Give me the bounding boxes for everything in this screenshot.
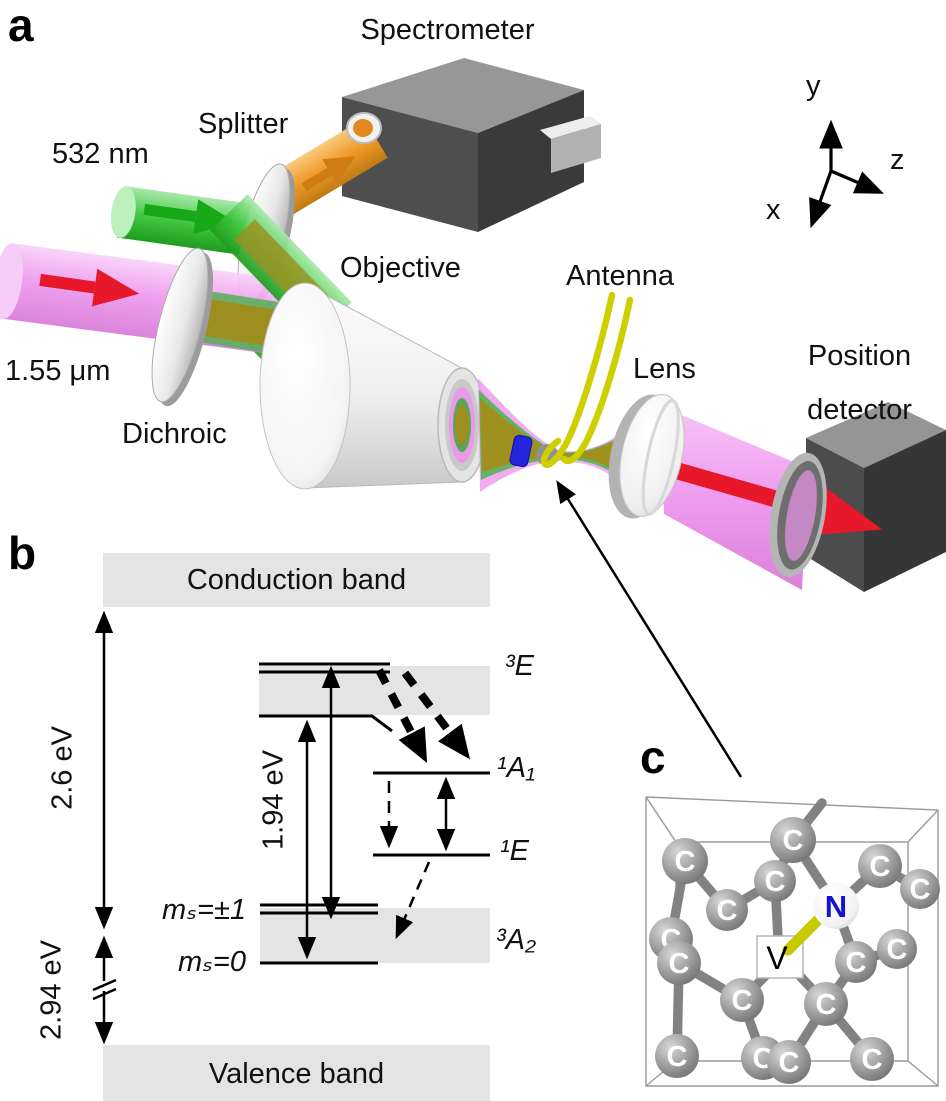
carbon-label: C [732, 985, 753, 1017]
carbon-atom: C [720, 978, 764, 1022]
spectrometer-box [342, 58, 601, 232]
label-splitter: Splitter [198, 108, 289, 140]
label-objective: Objective [340, 252, 461, 284]
callout-arrow-to-nanodiamond [556, 480, 743, 778]
label-level-3E: ³E [505, 650, 534, 682]
diamond-lattice: C C C C C C C C C C C C C C C C N V [645, 796, 940, 1087]
energy-gap-arrows [92, 610, 456, 1045]
label-2-94-ev: 2.94 eV [35, 940, 68, 1040]
intersystem-crossing-arrows [375, 668, 471, 763]
label-2-6-ev: 2.6 eV [46, 726, 79, 810]
label-lens: Lens [633, 353, 696, 385]
level-lines [259, 662, 490, 965]
label-ms-0: mₛ=0 [177, 946, 246, 978]
label-spectrometer: Spectrometer [360, 14, 535, 46]
carbon-label: C [779, 1047, 800, 1079]
label-level-1A1: ¹A₁ [497, 752, 536, 784]
coordinate-axes [809, 119, 884, 229]
panel-c-letter: c [640, 731, 666, 783]
orange-return-beam [268, 112, 388, 216]
antenna-wire [540, 291, 634, 469]
nitrogen-label: N [825, 889, 847, 924]
label-axis-x: x [766, 194, 781, 226]
carbon-label: C [669, 948, 690, 980]
carbon-label: C [887, 934, 908, 966]
carbon-atom: C [850, 1037, 894, 1081]
carbon-atom: C [655, 1034, 699, 1078]
ir-beam-arrow [39, 268, 140, 307]
excited-state-band [259, 666, 490, 715]
panel-a-letter: a [8, 0, 34, 51]
objective-lens-body [259, 282, 487, 490]
carbon-label: C [765, 866, 786, 898]
label-1-94-ev: 1.94 eV [257, 750, 290, 850]
valence-band-bar [103, 1045, 490, 1101]
label-1-55um: 1.55 μm [5, 355, 111, 387]
label-dichroic: Dichroic [122, 418, 227, 450]
carbon-label: C [675, 846, 696, 878]
orange-beam-arrow [301, 156, 356, 192]
label-axis-y: y [806, 70, 821, 102]
carbon-label: C [783, 825, 804, 857]
dichroic-disk [151, 247, 214, 407]
carbon-atom: C [754, 860, 796, 902]
blue-particle [509, 434, 533, 468]
energy-diagram [92, 553, 490, 1101]
carbon-atoms: C C C C C C C C C C C C C C C C [649, 817, 940, 1084]
carbon-label: C [667, 1041, 688, 1073]
label-detector: detector [807, 394, 912, 426]
nv-axis-bond [782, 911, 827, 956]
carbon-atom: C [657, 941, 701, 985]
axis-break-tick [92, 987, 117, 1001]
carbon-label: C [717, 895, 738, 927]
panel-b-letter: b [8, 527, 37, 579]
detector-aperture [769, 452, 827, 578]
carbon-atom: C [900, 869, 940, 909]
carbon-label: C [910, 874, 931, 906]
arrow-1E-to-3A2-dashed [395, 861, 431, 940]
label-532nm: 532 nm [52, 138, 149, 170]
carbon-label: C [862, 1044, 883, 1076]
z-axis-arrow [830, 169, 884, 194]
vacancy-label: V [766, 940, 788, 976]
carbon-atom: C [858, 844, 902, 888]
carbon-atom: C [835, 941, 877, 983]
focused-beam-cone [478, 378, 646, 506]
x-axis-arrow [809, 170, 833, 229]
carbon-atom: C [770, 817, 816, 863]
carbon-atom: C [662, 838, 708, 884]
green-beam-arrow [143, 199, 236, 234]
carbon-label: C [816, 989, 837, 1021]
label-valence-band: Valence band [208, 1058, 385, 1090]
label-axis-z: z [890, 144, 905, 176]
label-antenna: Antenna [566, 260, 675, 292]
relay-lens [608, 393, 685, 519]
carbon-atom: C [767, 1040, 811, 1084]
conduction-band-bar [103, 553, 490, 607]
carbon-atom: C [706, 889, 748, 931]
label-level-3A2: ³A₂ [496, 924, 537, 956]
label-conduction-band: Conduction band [186, 564, 407, 596]
carbon-atom: C [804, 982, 848, 1026]
carbon-label: C [846, 947, 867, 979]
carbon-label: C [870, 851, 891, 883]
label-position: Position [807, 340, 912, 372]
label-level-1E: ¹E [500, 835, 529, 867]
detector-beam [660, 406, 883, 590]
nonradiative-arrows [379, 781, 431, 940]
label-ms-pm1: mₛ=±1 [162, 894, 246, 926]
axis-break-tick [92, 978, 117, 992]
ground-state-band [260, 908, 490, 963]
label-position-detector: Position detector [792, 340, 927, 427]
carbon-atom: C [877, 929, 917, 969]
nitrogen-atom: N [813, 883, 859, 929]
